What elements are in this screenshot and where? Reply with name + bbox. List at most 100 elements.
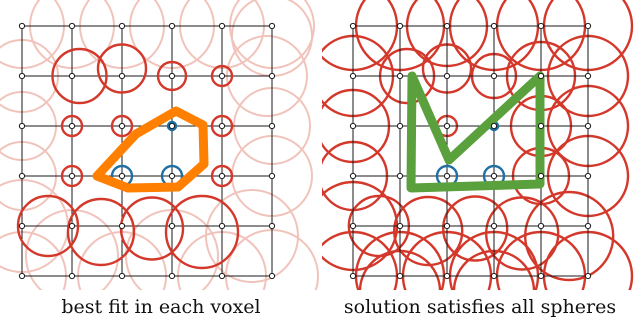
grid-node xyxy=(18,172,26,180)
voxel-grid xyxy=(21,25,273,277)
grid-node xyxy=(396,222,404,230)
grid-node xyxy=(68,22,76,30)
grid-node xyxy=(537,72,545,80)
panel-best-fit xyxy=(0,0,319,290)
grid-node xyxy=(268,72,276,80)
grid-node xyxy=(118,122,126,130)
sphere xyxy=(60,164,84,188)
grid-node xyxy=(168,72,176,80)
sphere xyxy=(442,195,509,262)
sphere xyxy=(164,194,240,270)
grid-node xyxy=(490,172,498,180)
grid-nodes xyxy=(349,22,592,280)
grid-node xyxy=(68,222,76,230)
grid-node xyxy=(537,222,545,230)
grid-node xyxy=(396,172,404,180)
grid-node xyxy=(537,22,545,30)
grid-node xyxy=(349,122,357,130)
grid-node xyxy=(218,272,226,280)
grid-node xyxy=(584,22,592,30)
grid-node xyxy=(118,172,126,180)
grid-node xyxy=(443,72,451,80)
caption-best-fit: best fit in each voxel xyxy=(61,296,261,318)
grid-node xyxy=(268,172,276,180)
grid-node xyxy=(584,272,592,280)
grid-node xyxy=(118,22,126,30)
grid-node xyxy=(68,122,76,130)
grid-node xyxy=(168,22,176,30)
best-fit-spheres xyxy=(16,43,240,270)
grid-node xyxy=(18,272,26,280)
sphere xyxy=(210,64,234,88)
grid-nodes xyxy=(18,22,276,280)
grid-node xyxy=(168,172,176,180)
sphere xyxy=(60,114,84,138)
grid-node xyxy=(349,72,357,80)
grid-node xyxy=(443,122,451,130)
faint-spheres xyxy=(0,0,319,290)
panel-solution xyxy=(322,0,634,290)
grid-node xyxy=(268,222,276,230)
grid-node xyxy=(396,122,404,130)
sphere xyxy=(110,114,134,138)
grid-node xyxy=(443,272,451,280)
sphere xyxy=(210,164,234,188)
grid-node xyxy=(118,222,126,230)
grid-node xyxy=(18,222,26,230)
grid-node xyxy=(68,172,76,180)
sphere xyxy=(16,194,80,258)
grid-node xyxy=(396,272,404,280)
grid-node xyxy=(168,272,176,280)
grid-node xyxy=(18,72,26,80)
grid-node xyxy=(396,72,404,80)
grid-node xyxy=(18,122,26,130)
sphere xyxy=(51,47,108,105)
grid-node xyxy=(218,222,226,230)
grid-node xyxy=(490,72,498,80)
sphere xyxy=(156,60,188,92)
grid-node xyxy=(268,272,276,280)
faint-sphere xyxy=(205,189,299,283)
sphere xyxy=(210,114,234,138)
grid-node xyxy=(218,22,226,30)
grid-node xyxy=(349,222,357,230)
solution-polygon-layer xyxy=(406,71,545,193)
grid-node xyxy=(268,22,276,30)
faint-sphere xyxy=(0,0,65,69)
grid-node xyxy=(168,122,176,130)
grid-node xyxy=(349,272,357,280)
grid-node xyxy=(537,172,545,180)
grid-node xyxy=(218,122,226,130)
caption-solution: solution satisfies all spheres xyxy=(343,296,617,318)
best-fit-polygon-layer xyxy=(92,106,209,193)
grid-node xyxy=(537,272,545,280)
solution-polygon xyxy=(406,71,545,193)
grid-node xyxy=(349,22,357,30)
grid-node xyxy=(349,172,357,180)
grid-node xyxy=(118,272,126,280)
grid-node xyxy=(68,272,76,280)
grid-node xyxy=(118,72,126,80)
sphere xyxy=(393,195,464,267)
inner-circle xyxy=(166,120,178,132)
grid-node xyxy=(168,222,176,230)
grid-node xyxy=(68,72,76,80)
grid-node xyxy=(537,122,545,130)
grid-node xyxy=(396,22,404,30)
grid-node xyxy=(584,172,592,180)
grid-node xyxy=(18,22,26,30)
grid-node xyxy=(490,22,498,30)
grid-node xyxy=(584,122,592,130)
grid-node xyxy=(268,122,276,130)
grid-node xyxy=(218,72,226,80)
grid-node xyxy=(218,172,226,180)
grid-node xyxy=(490,122,498,130)
grid-node xyxy=(584,72,592,80)
sphere xyxy=(66,197,136,267)
grid-node xyxy=(443,222,451,230)
voxel-sphere-diagram xyxy=(0,0,634,290)
grid-node xyxy=(490,272,498,280)
sphere xyxy=(96,43,148,94)
grid-node xyxy=(490,222,498,230)
grid-node xyxy=(584,222,592,230)
